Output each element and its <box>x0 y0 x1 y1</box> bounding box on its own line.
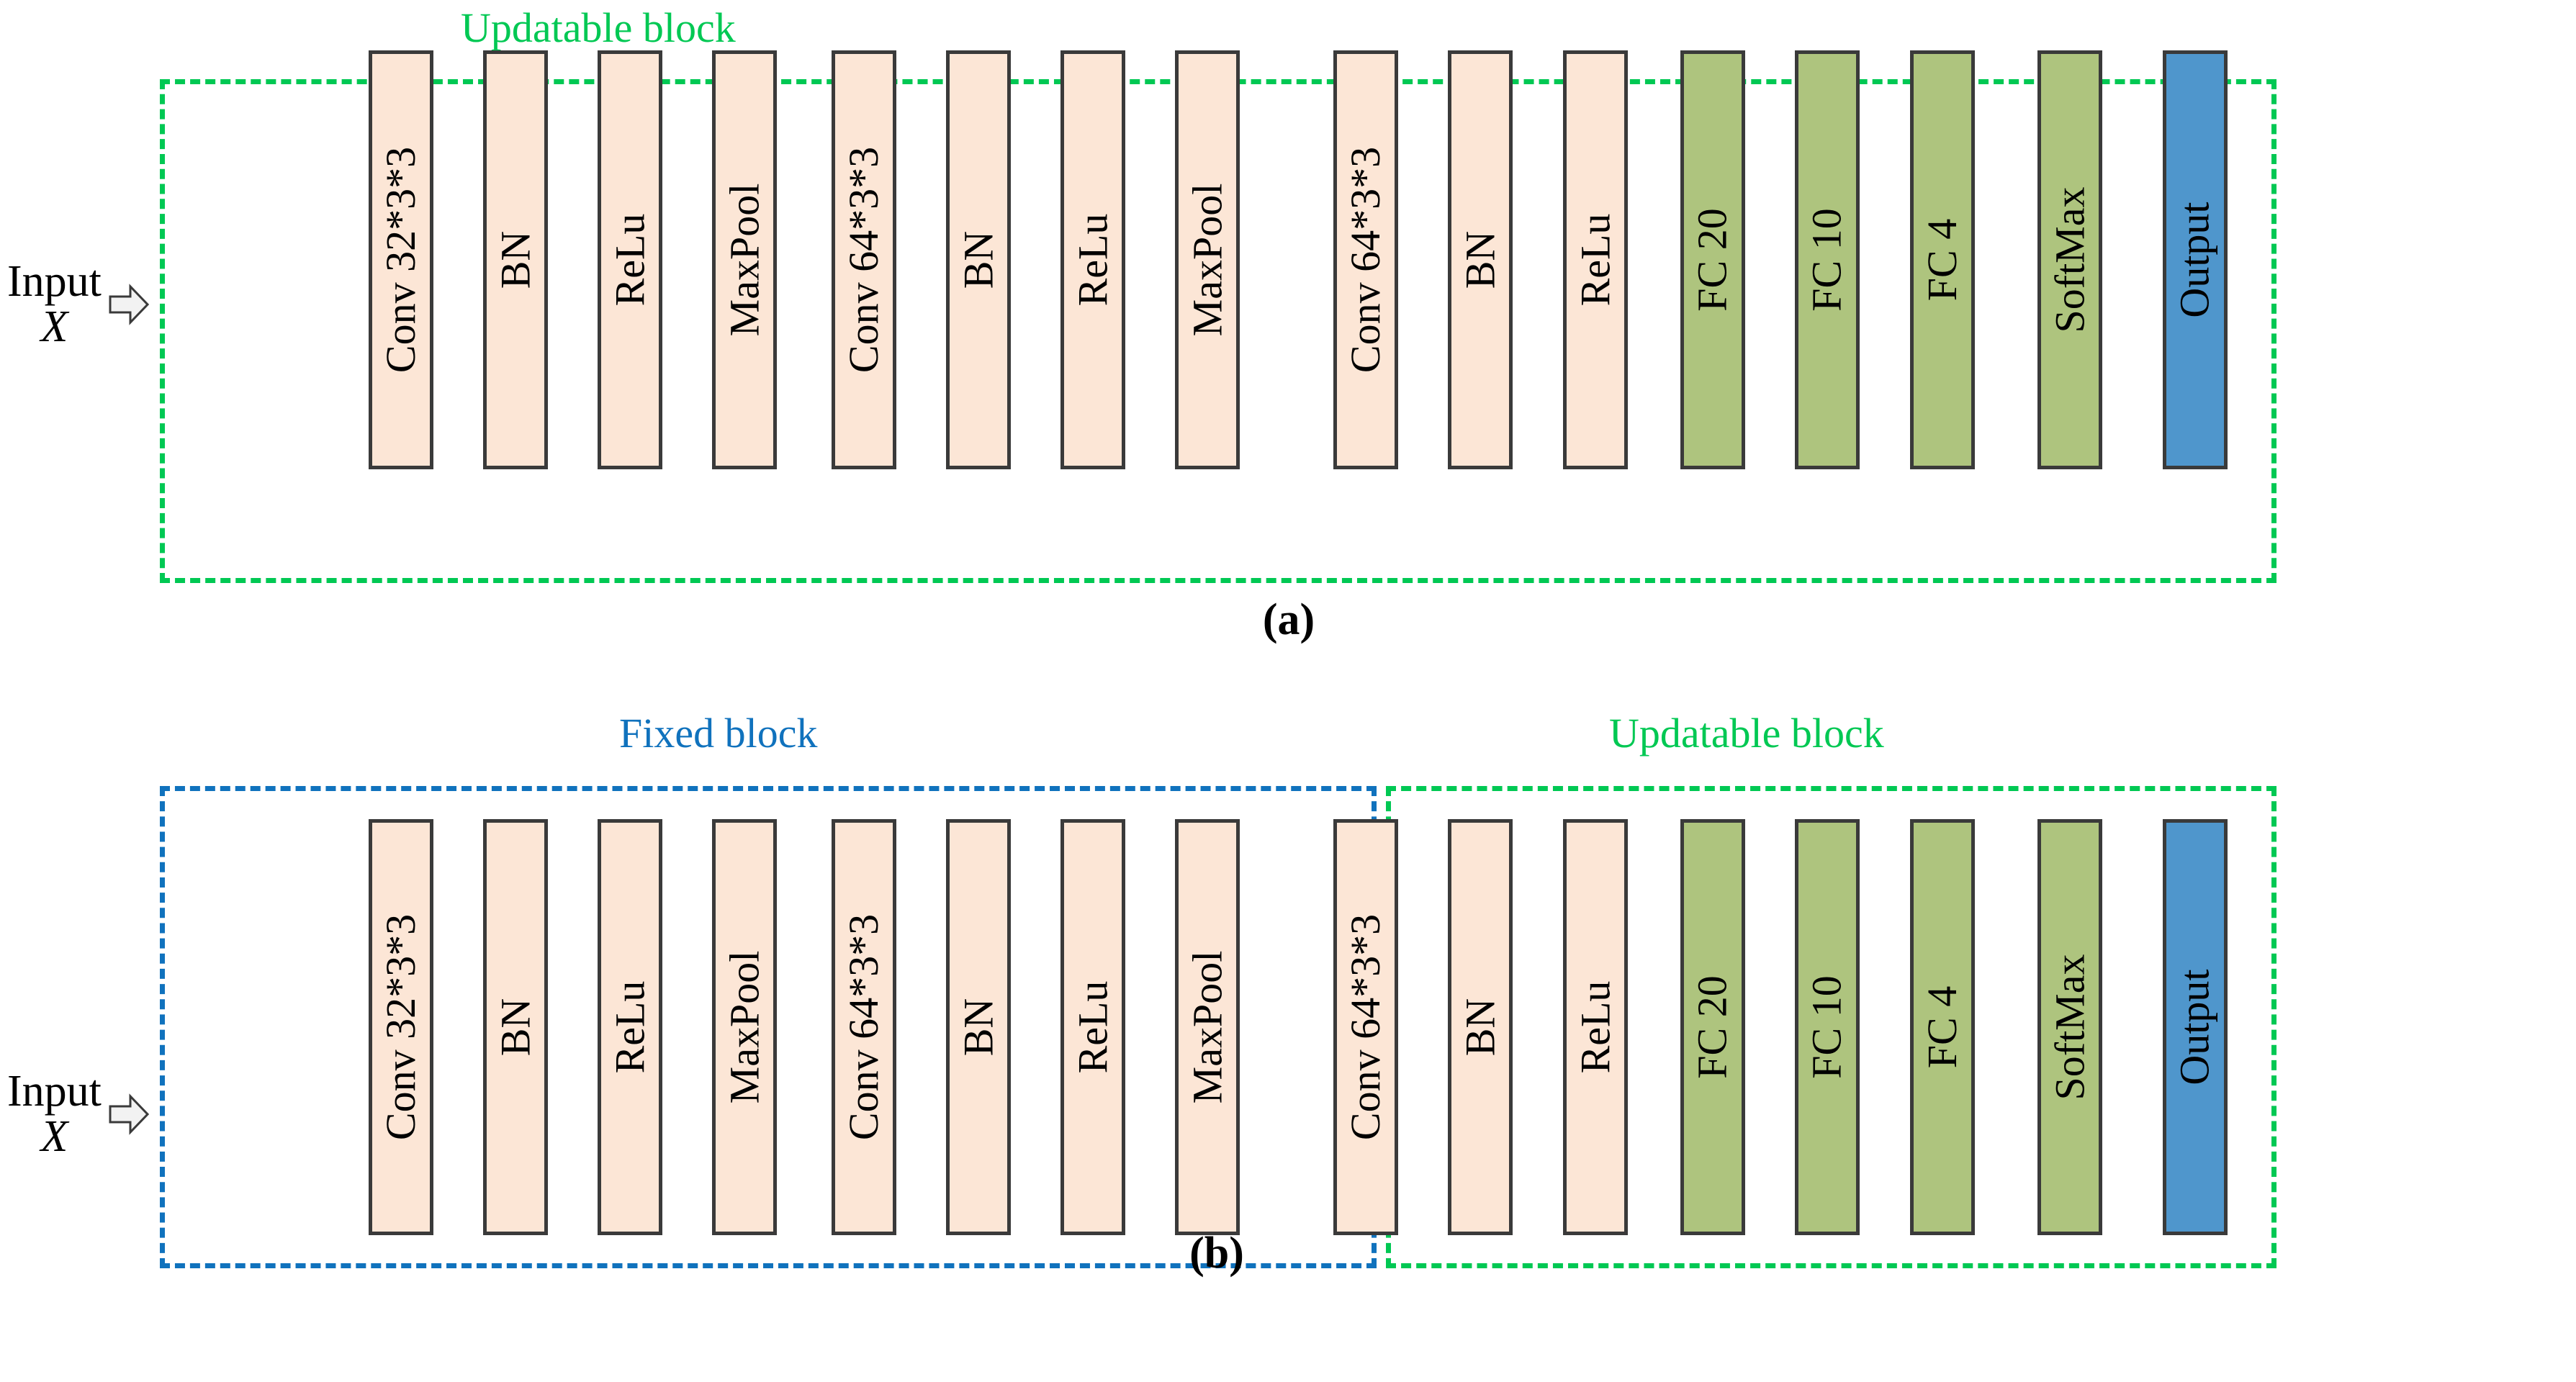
input-label-a: Input X <box>7 257 102 352</box>
layer-label: ReLu <box>1069 980 1117 1074</box>
layer-box[interactable]: FC 20 <box>1680 819 1745 1235</box>
layer-box[interactable]: Conv 64*3*3 <box>1333 50 1398 469</box>
layer-box[interactable]: BN <box>946 50 1011 469</box>
layer-box[interactable]: ReLu <box>1060 50 1125 469</box>
input-arrow-icon-b <box>109 1093 149 1135</box>
layer-label: FC 20 <box>1689 975 1737 1079</box>
layer-box[interactable]: BN <box>946 819 1011 1235</box>
layer-box[interactable]: ReLu <box>598 50 662 469</box>
input-group-a: Input X <box>7 257 149 352</box>
input-label-b: Input X <box>7 1067 102 1162</box>
input-arrow-icon-a <box>109 284 149 325</box>
layer-box[interactable]: BN <box>1448 50 1513 469</box>
layer-label: Output <box>2171 202 2218 318</box>
layer-box[interactable]: BN <box>483 819 548 1235</box>
layer-box[interactable]: FC 4 <box>1910 50 1975 469</box>
region-title-updatable-b: Updatable block <box>1609 710 1884 757</box>
layer-box[interactable]: MaxPool <box>1175 50 1240 469</box>
layer-label: ReLu <box>606 213 654 307</box>
layer-label: Conv 32*3*3 <box>377 913 424 1141</box>
layer-box[interactable]: Output <box>2163 819 2228 1235</box>
layer-label: Conv 64*3*3 <box>840 146 887 374</box>
layer-label: MaxPool <box>1184 950 1230 1104</box>
layer-box[interactable]: Conv 32*3*3 <box>369 819 433 1235</box>
layer-box[interactable]: MaxPool <box>1175 819 1240 1235</box>
layer-box[interactable]: SoftMax <box>2037 819 2102 1235</box>
panel-b: Fixed block Updatable block Input X Conv… <box>0 662 2576 1382</box>
layer-label: FC 4 <box>1919 985 1966 1069</box>
region-title-fixed-b: Fixed block <box>619 710 818 757</box>
layer-label: Conv 64*3*3 <box>1342 913 1389 1141</box>
layer-box[interactable]: Conv 64*3*3 <box>832 819 896 1235</box>
input-group-b: Input X <box>7 1067 149 1162</box>
layer-label: ReLu <box>1572 980 1619 1074</box>
layer-label: MaxPool <box>1184 183 1230 337</box>
region-title-updatable-a: Updatable block <box>461 4 736 51</box>
layer-box[interactable]: FC 10 <box>1795 819 1860 1235</box>
layer-box[interactable]: BN <box>1448 819 1513 1235</box>
layer-label: FC 20 <box>1689 208 1737 312</box>
layer-box[interactable]: BN <box>483 50 548 469</box>
layer-label: MaxPool <box>721 950 767 1104</box>
layer-label: Conv 64*3*3 <box>840 913 887 1141</box>
layer-label: MaxPool <box>721 183 767 337</box>
layer-label: BN <box>955 230 1002 289</box>
layer-label: FC 10 <box>1803 975 1851 1079</box>
layer-box[interactable]: Conv 32*3*3 <box>369 50 433 469</box>
layer-label: BN <box>492 998 539 1057</box>
input-label-text-b: Input <box>7 1067 102 1116</box>
layer-label: Conv 64*3*3 <box>1342 146 1389 374</box>
layer-box[interactable]: ReLu <box>598 819 662 1235</box>
layer-label: Conv 32*3*3 <box>377 146 424 374</box>
layer-label: Output <box>2171 969 2218 1085</box>
panel-a: Updatable block Input X Conv 32*3*3 BN ReL… <box>0 0 2576 662</box>
layer-label: SoftMax <box>2046 954 2093 1101</box>
layer-box[interactable]: ReLu <box>1563 50 1628 469</box>
layer-label: ReLu <box>606 980 654 1074</box>
layer-label: ReLu <box>1572 213 1619 307</box>
layer-label: ReLu <box>1069 213 1117 307</box>
layer-label: SoftMax <box>2046 186 2093 333</box>
layer-box[interactable]: ReLu <box>1563 819 1628 1235</box>
layer-label: BN <box>1456 230 1504 289</box>
input-symbol-a: X <box>40 302 68 352</box>
layer-label: FC 10 <box>1803 208 1851 312</box>
layer-label: BN <box>492 230 539 289</box>
layer-box[interactable]: FC 4 <box>1910 819 1975 1235</box>
panel-caption-b: (b) <box>1189 1229 1244 1278</box>
layer-box[interactable]: Conv 64*3*3 <box>1333 819 1398 1235</box>
layer-box[interactable]: MaxPool <box>712 819 777 1235</box>
layer-box[interactable]: FC 20 <box>1680 50 1745 469</box>
panel-caption-a: (a) <box>1262 595 1315 644</box>
layer-label: FC 4 <box>1919 218 1966 302</box>
layer-box[interactable]: Output <box>2163 50 2228 469</box>
layer-box[interactable]: ReLu <box>1060 819 1125 1235</box>
input-label-text-a: Input <box>7 257 102 306</box>
input-symbol-b: X <box>40 1112 68 1162</box>
layer-box[interactable]: SoftMax <box>2037 50 2102 469</box>
layer-box[interactable]: Conv 64*3*3 <box>832 50 896 469</box>
layer-box[interactable]: FC 10 <box>1795 50 1860 469</box>
layer-box[interactable]: MaxPool <box>712 50 777 469</box>
layer-label: BN <box>955 998 1002 1057</box>
layer-label: BN <box>1456 998 1504 1057</box>
